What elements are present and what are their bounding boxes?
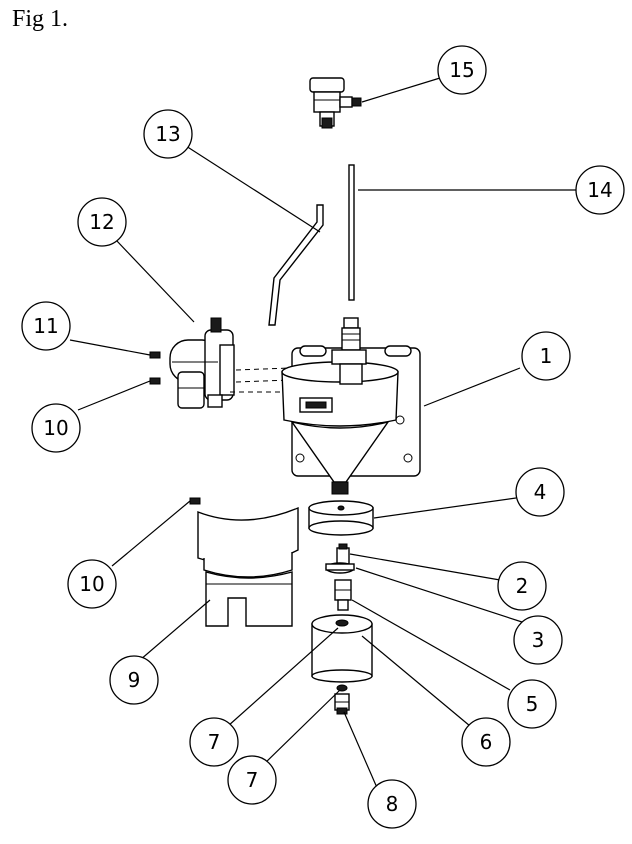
callout-5: 5 [507, 679, 557, 729]
part-13-bent-tube [268, 204, 324, 326]
callout-11: 11 [21, 301, 71, 351]
part-10-screw-upper [149, 377, 161, 385]
part-10-screw-lower [189, 497, 201, 505]
callout-2: 2 [497, 561, 547, 611]
callout-7-lower: 7 [227, 755, 277, 805]
callout-12: 12 [77, 197, 127, 247]
callout-14: 14 [575, 165, 625, 215]
callout-2-label: 2 [516, 574, 529, 598]
callout-10-lower-label: 10 [79, 572, 104, 596]
callout-8: 8 [367, 779, 417, 829]
callout-11-label: 11 [33, 314, 58, 338]
callout-4: 4 [515, 467, 565, 517]
part-11-screw [149, 351, 161, 359]
callout-1-label: 1 [540, 344, 553, 368]
callout-7-lower-label: 7 [246, 768, 259, 792]
callout-15-label: 15 [449, 58, 474, 82]
part-15-valve [309, 77, 362, 129]
callout-3-label: 3 [532, 628, 545, 652]
part-1-hopper [281, 317, 421, 495]
callout-8-label: 8 [386, 792, 399, 816]
callout-3: 3 [513, 615, 563, 665]
callout-10-lower: 10 [67, 559, 117, 609]
part-9-sleeve [197, 506, 299, 627]
callout-9: 9 [109, 655, 159, 705]
part-7-washer [336, 684, 348, 692]
callout-7-upper-label: 7 [208, 730, 221, 754]
callout-10-upper: 10 [31, 403, 81, 453]
callout-1: 1 [521, 331, 571, 381]
callout-15: 15 [437, 45, 487, 95]
callout-14-label: 14 [587, 178, 612, 202]
part-8-nozzle [334, 693, 350, 715]
leader-lines [69, 77, 576, 791]
part-3-gear [325, 562, 355, 574]
part-6-cup [311, 614, 373, 683]
callout-9-label: 9 [128, 668, 141, 692]
callout-13-label: 13 [155, 122, 180, 146]
alignment-lines [230, 367, 291, 393]
callout-12-label: 12 [89, 210, 114, 234]
callout-6-label: 6 [480, 730, 493, 754]
part-2-fitting [336, 543, 350, 565]
callout-4-label: 4 [534, 480, 547, 504]
part-4-disc [308, 500, 374, 536]
part-14-rod [348, 164, 355, 301]
callout-5-label: 5 [526, 692, 539, 716]
part-5-coupling [334, 579, 352, 611]
part-12-pump [169, 317, 235, 409]
callout-13: 13 [143, 109, 193, 159]
callout-10-upper-label: 10 [43, 416, 68, 440]
figure-title: Fig 1. [12, 6, 69, 32]
callout-6: 6 [461, 717, 511, 767]
callout-7-upper: 7 [189, 717, 239, 767]
